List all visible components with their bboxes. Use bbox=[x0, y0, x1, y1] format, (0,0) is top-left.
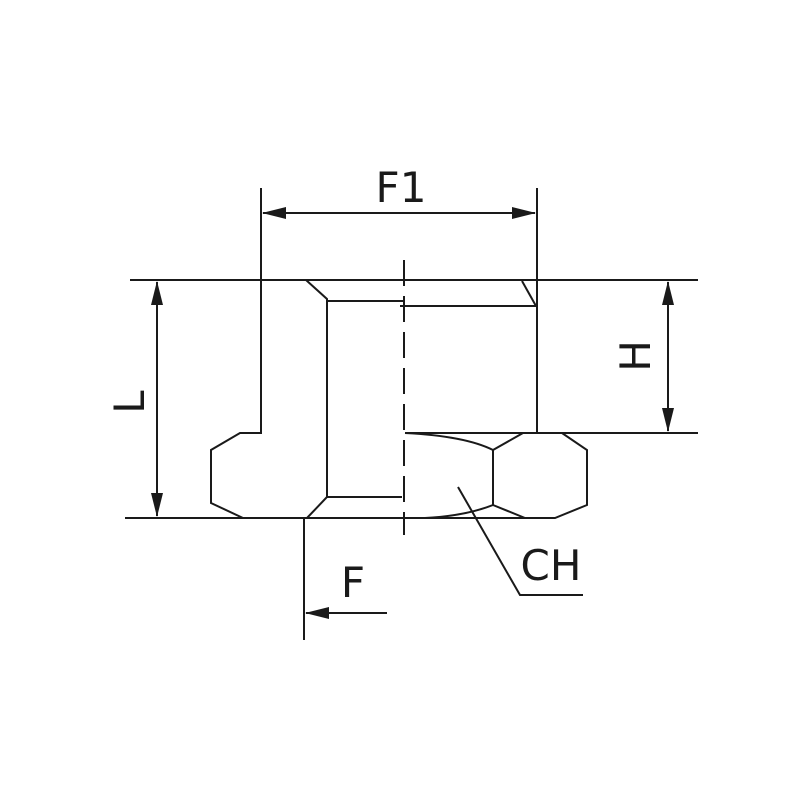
l-arrow-bottom bbox=[151, 493, 163, 517]
f-arrow-head bbox=[305, 607, 329, 619]
h-arrow-top bbox=[662, 281, 674, 305]
hex-face bbox=[492, 432, 588, 519]
l-arrow-top bbox=[151, 281, 163, 305]
f1-arrow-right bbox=[512, 207, 536, 219]
label-f: F bbox=[341, 558, 365, 607]
hatched-section bbox=[210, 279, 328, 519]
f1-arrow-left bbox=[262, 207, 286, 219]
chamfer-line bbox=[521, 280, 537, 307]
ch-leader-line bbox=[457, 486, 583, 596]
label-ch: CH bbox=[521, 541, 582, 590]
label-f1: F1 bbox=[376, 163, 427, 212]
h-arrow-bottom bbox=[662, 408, 674, 432]
hex-curve-bottom bbox=[424, 504, 494, 519]
label-h: H bbox=[611, 340, 660, 372]
hex-curve-top bbox=[404, 432, 494, 451]
label-l: L bbox=[105, 390, 154, 414]
